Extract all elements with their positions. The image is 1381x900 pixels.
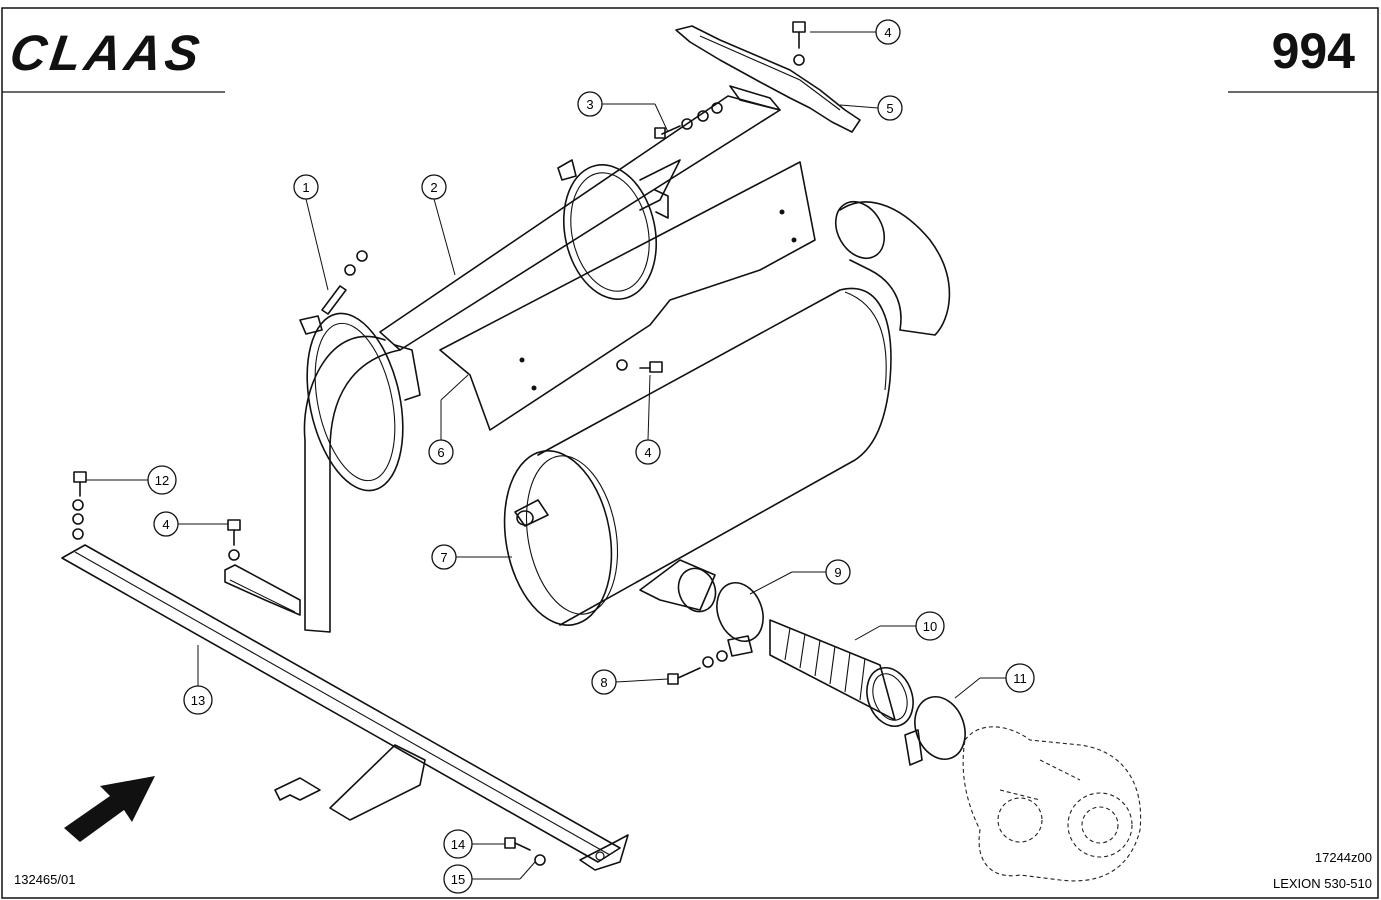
- callout-label: 5: [886, 101, 893, 116]
- fastener-set-14-15: [504, 837, 546, 866]
- part-clamp-band-left: [299, 312, 421, 492]
- part-frame-tube: [303, 85, 781, 633]
- callout-3: 3: [577, 91, 603, 117]
- callout-label: 4: [644, 445, 651, 460]
- callout-4-top: 4: [875, 19, 901, 45]
- part-top-bracket: [675, 25, 861, 133]
- callout-label: 13: [191, 693, 205, 708]
- callout-label: 2: [430, 180, 437, 195]
- callout-label: 3: [586, 97, 593, 112]
- callout-13: 13: [183, 685, 213, 715]
- callout-label: 12: [155, 473, 169, 488]
- callout-leaders: [86, 31, 1006, 880]
- callout-4-middle: 4: [635, 439, 661, 465]
- fastener-set-8: [667, 650, 728, 685]
- callout-label: 7: [440, 550, 447, 565]
- callout-12: 12: [147, 465, 177, 495]
- model-name: LEXION 530-510: [1273, 876, 1372, 891]
- callout-8: 8: [591, 669, 617, 695]
- doc-number: 132465/01: [14, 872, 75, 887]
- part-clamp-9: [716, 582, 764, 657]
- callout-label: 8: [600, 675, 607, 690]
- fastener-set-4-middle: [616, 359, 663, 373]
- callout-15: 15: [443, 864, 473, 894]
- drawing-code: 17244z00: [1315, 850, 1372, 865]
- part-silencer-inlet-pipe: [639, 559, 717, 613]
- callout-label: 9: [834, 565, 841, 580]
- part-support-beam: [61, 544, 629, 871]
- callout-label: 11: [1013, 671, 1027, 686]
- callout-9: 9: [825, 559, 851, 585]
- callout-label: 1: [302, 180, 309, 195]
- page-number: 994: [1272, 23, 1356, 79]
- part-tube-foot-bracket: [224, 564, 301, 616]
- callout-7: 7: [431, 544, 457, 570]
- part-heat-shield: [439, 161, 816, 431]
- brand-logo: CLAAS: [7, 25, 207, 81]
- callout-label: 6: [437, 445, 444, 460]
- fastener-set-1: [321, 250, 368, 315]
- callout-label: 4: [162, 517, 169, 532]
- callout-11: 11: [1005, 663, 1035, 693]
- callout-label: 14: [451, 837, 465, 852]
- direction-arrow-icon: [64, 776, 155, 842]
- callout-6: 6: [428, 439, 454, 465]
- callout-label: 4: [884, 25, 891, 40]
- fastener-set-3: [654, 102, 723, 139]
- fastener-set-4-lower: [227, 519, 241, 561]
- fastener-set-4-top: [792, 21, 806, 66]
- sheet-border: [1, 7, 1379, 899]
- fastener-set-12: [72, 471, 87, 540]
- part-clamp-11: [904, 696, 966, 766]
- part-silencer-outlet-pipe: [834, 200, 951, 336]
- part-flex-pipe: [769, 619, 914, 727]
- part-clamp-band-right: [557, 159, 669, 300]
- callout-label: 10: [923, 619, 937, 634]
- callout-5: 5: [877, 95, 903, 121]
- part-turbocharger-dashed: [962, 726, 1142, 882]
- callout-label: 15: [451, 872, 465, 887]
- callout-4-lower: 4: [153, 511, 179, 537]
- callout-10: 10: [915, 611, 945, 641]
- callout-14: 14: [443, 829, 473, 859]
- callout-2: 2: [421, 174, 447, 200]
- callout-1: 1: [293, 174, 319, 200]
- part-silencer: [503, 287, 892, 626]
